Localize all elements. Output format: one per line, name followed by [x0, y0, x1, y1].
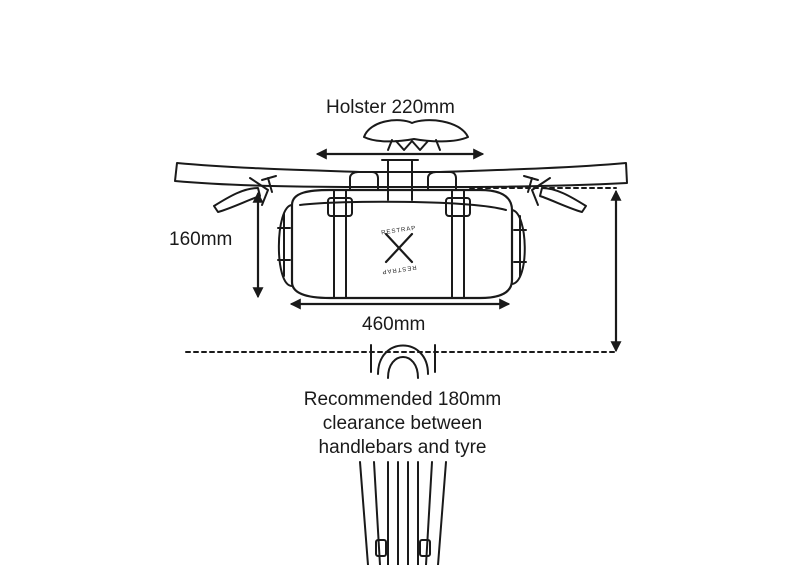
handlebar [174, 159, 628, 213]
svg-text:RESTRAP: RESTRAP [381, 226, 417, 237]
clearance-note-line: Recommended 180mm [303, 389, 502, 410]
clearance-note: Recommended 180mm clearance between hand… [260, 388, 545, 460]
bag-width-label: 460mm [362, 314, 426, 335]
saddle-icon [363, 119, 469, 151]
clearance-note-line: handlebars and tyre [318, 437, 487, 458]
holster-width-label: Holster 220mm [326, 97, 455, 118]
handlebar-bag: RESTRAP RESTRAP [277, 171, 527, 300]
front-wheel [359, 344, 447, 565]
restrap-logo: RESTRAP RESTRAP [381, 226, 417, 275]
svg-text:RESTRAP: RESTRAP [381, 264, 417, 275]
bag-height-label: 160mm [169, 229, 233, 250]
clearance-note-line: clearance between [322, 413, 483, 434]
